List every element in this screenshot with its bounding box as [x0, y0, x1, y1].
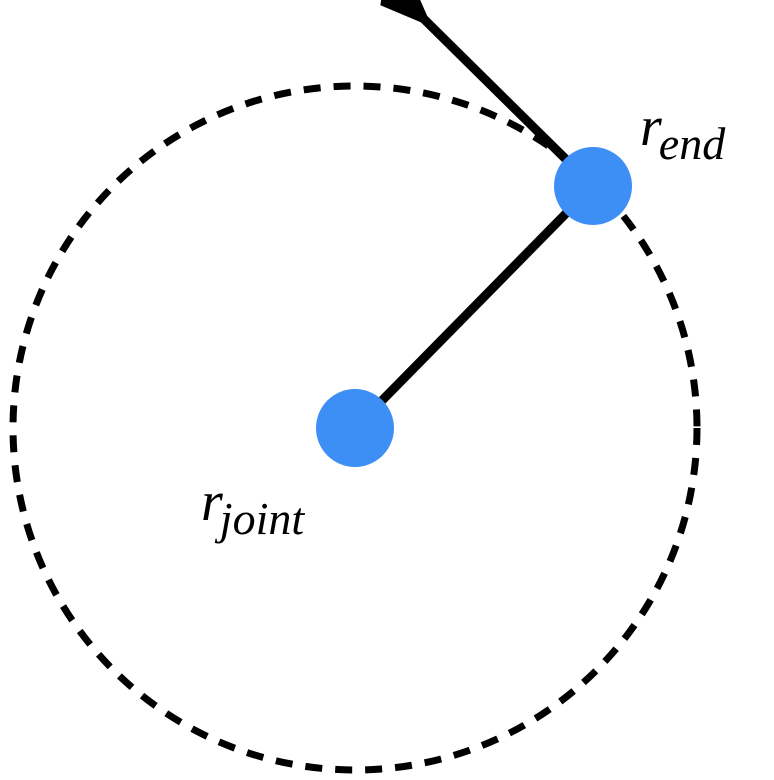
joint-label-subscript: joint: [219, 493, 305, 544]
joint-node-circle[interactable]: [316, 389, 394, 467]
end-effector-label-base: r: [640, 96, 662, 158]
workspace-dashed-circle: [9, 82, 701, 774]
joint-label: rjoint: [201, 471, 307, 542]
velocity-arrow-head-icon: [380, 0, 432, 27]
link-segment-line: [351, 182, 597, 432]
joint-label-base: r: [201, 471, 223, 533]
end-effector-label: rend: [640, 96, 728, 167]
end-effector-node-circle[interactable]: [554, 147, 632, 225]
end-effector-label-subscript: end: [658, 118, 726, 169]
velocity-arrow-shaft: [398, 0, 597, 190]
